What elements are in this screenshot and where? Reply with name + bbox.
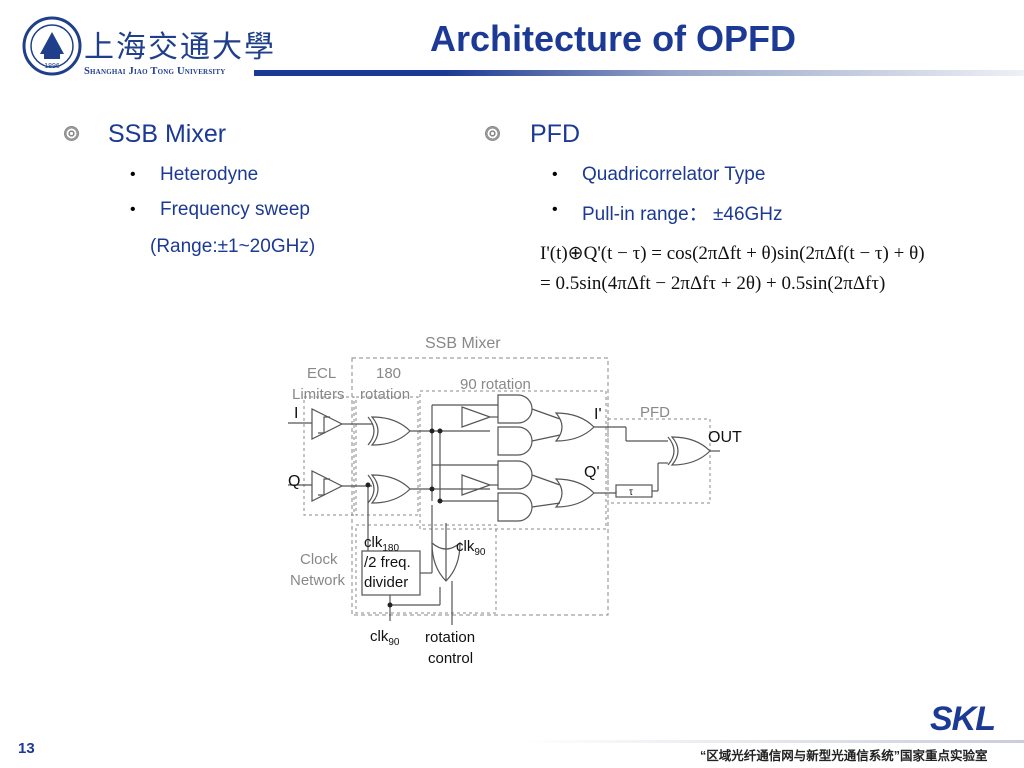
- bullet-icon: [64, 126, 79, 141]
- clk180-label: clk180: [364, 534, 399, 554]
- or-gate-q: [554, 478, 595, 508]
- right-heading: PFD: [530, 120, 580, 148]
- or-gate-i: [554, 412, 595, 442]
- clk90-top-label: clk90: [456, 538, 486, 558]
- skl-logo: SKL: [930, 700, 996, 738]
- and-gate-2: [497, 426, 533, 456]
- network-label: Network: [290, 572, 346, 589]
- and-gate-3: [497, 460, 533, 490]
- equation-line-1: I'(t)⊕Q'(t − τ) = cos(2πΔft + θ)sin(2πΔf…: [540, 243, 925, 264]
- clk90-bottom-label: clk90: [370, 628, 400, 648]
- and-gate-4: [497, 492, 533, 522]
- xor-180-i: [370, 416, 411, 446]
- slide-title: Architecture of OPFD: [430, 18, 797, 59]
- tau-label: τ: [629, 487, 633, 498]
- footer-rule: [520, 740, 1024, 743]
- clock-label: Clock: [300, 551, 338, 568]
- footer-org-text: “区域光纤通信网与新型光通信系统”国家重点实验室: [700, 749, 988, 763]
- input-i-label: I: [294, 405, 298, 422]
- left-item: Frequency sweep: [160, 199, 310, 220]
- logo-chinese-name: 上海交通大學: [84, 30, 276, 65]
- rotation-label: rotation: [360, 386, 410, 403]
- equation-line-2: = 0.5sin(4πΔft − 2πΔfτ + 2θ) + 0.5sin(2π…: [540, 273, 886, 294]
- rot90-box: [419, 390, 607, 530]
- out-label: OUT: [708, 429, 742, 446]
- right-item: Quadricorrelator Type: [582, 164, 766, 185]
- i-prime-label: I': [594, 406, 602, 423]
- divider-label-1: /2 freq.: [364, 554, 411, 571]
- title-rule: [254, 70, 1024, 76]
- rot180-label: 180: [376, 365, 401, 382]
- tau-delay: [615, 484, 653, 498]
- q-prime-label: Q': [584, 464, 600, 481]
- university-logo: 1896: [18, 14, 258, 84]
- ecl-box: [303, 396, 355, 516]
- ssb-mixer-diagram: SSB Mixer ECL Limiters 180 rotation 90 r…: [288, 335, 742, 667]
- limiters-label: Limiters: [292, 386, 345, 403]
- and-gate-1: [497, 394, 533, 424]
- bullet-dot-icon: •: [552, 166, 558, 183]
- divider-label-2: divider: [364, 574, 408, 591]
- bullet-dot-icon: •: [130, 201, 136, 218]
- seal-year: 1896: [44, 63, 60, 70]
- diagram-title: SSB Mixer: [425, 335, 501, 352]
- ecl-label: ECL: [307, 365, 336, 382]
- university-seal-icon: 1896: [22, 16, 82, 76]
- pfd-label: PFD: [640, 404, 670, 421]
- left-item: Heterodyne: [160, 164, 259, 185]
- logo-english-name: Shanghai Jiao Tong University: [84, 66, 226, 77]
- left-heading: SSB Mixer: [108, 120, 227, 148]
- bullet-icon: [485, 126, 500, 141]
- rot180-box: [355, 396, 419, 516]
- input-q-label: Q: [288, 473, 300, 490]
- xor-180-q: [370, 474, 411, 504]
- bullet-dot-icon: •: [552, 201, 558, 218]
- rotation-control-label-2: control: [428, 650, 473, 667]
- right-item: Pull-in range： ±46GHz: [582, 204, 783, 225]
- page-number: 13: [18, 740, 35, 757]
- bullet-dot-icon: •: [130, 166, 136, 183]
- pfd-box: [607, 418, 711, 504]
- limiter-i: [311, 408, 344, 440]
- range-text: (Range:±1~20GHz): [150, 236, 316, 257]
- limiter-q: [311, 470, 344, 502]
- rotation-control-label-1: rotation: [425, 629, 475, 646]
- xor-pfd: [670, 436, 711, 466]
- rot90-label: 90 rotation: [460, 376, 531, 393]
